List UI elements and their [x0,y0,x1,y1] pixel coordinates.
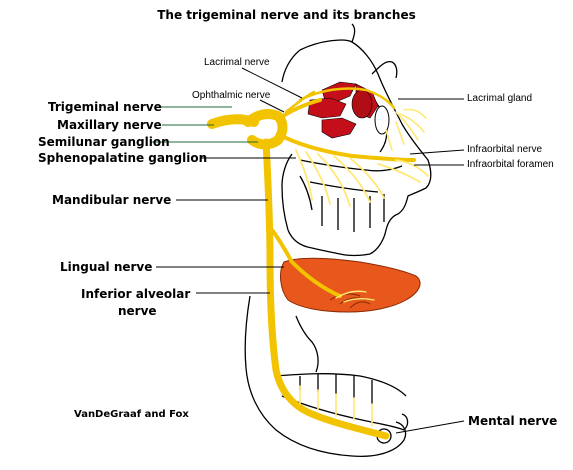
label-inferior-alveolar-line1: Inferior alveolar [81,287,191,301]
label-infraorbital-foramen: Infraorbital foramen [467,159,554,170]
label-lingual-nerve: Lingual nerve [60,260,153,274]
label-sphenopalatine-ganglion: Sphenopalatine ganglion [38,151,208,165]
nerve-paths [207,87,429,440]
eye-region [307,81,390,139]
label-ophthalmic-nerve: Ophthalmic nerve [192,90,271,101]
label-lacrimal-nerve: Lacrimal nerve [204,57,270,68]
label-lacrimal-gland: Lacrimal gland [467,93,533,104]
label-infraorbital-nerve: Infraorbital nerve [467,144,543,155]
label-maxillary-nerve: Maxillary nerve [57,118,162,132]
label-inferior-alveolar-line2: nerve [118,304,157,318]
leader-lines [150,67,465,434]
label-mental-nerve: Mental nerve [468,414,558,428]
diagram-title: The trigeminal nerve and its branches [157,8,416,22]
tongue [280,257,421,313]
source-credit: VanDeGraaf and Fox [74,409,189,420]
label-mandibular-nerve: Mandibular nerve [52,193,172,207]
label-semilunar-ganglion: Semilunar ganglion [38,135,170,149]
label-trigeminal-nerve: Trigeminal nerve [48,100,162,114]
skull-outline [244,23,432,458]
